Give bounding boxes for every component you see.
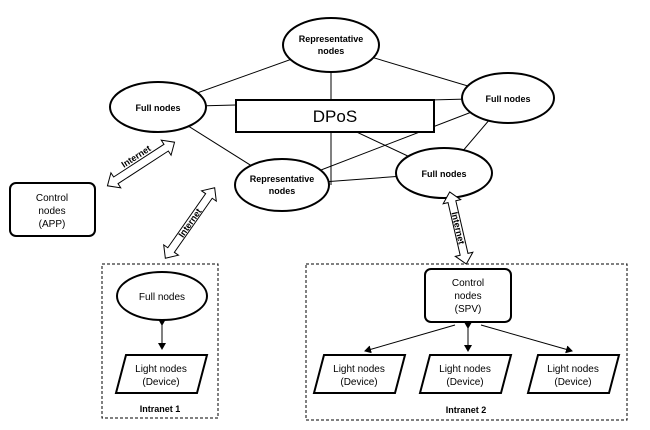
full-node-left-shape <box>109 81 207 133</box>
intranet-2-light-node-right-label-2: (Device) <box>554 377 591 388</box>
representative-node-mid: Representative nodes <box>234 158 330 212</box>
control-node-app-shape <box>9 182 96 237</box>
representative-node-top-label-1: Representative <box>299 34 364 44</box>
representative-node-top-label-2: nodes <box>318 46 345 56</box>
full-node-right: Full nodes <box>461 72 555 124</box>
intranet-2: Control nodes (SPV) Light nodes (Device)… <box>305 263 628 421</box>
intranet-2-light-node-mid-label-1: Light nodes <box>439 364 491 375</box>
control-node-app-label-2: nodes <box>38 206 65 217</box>
dpos-rect <box>235 99 435 133</box>
intranet-1-light-node-label-2: (Device) <box>142 377 179 388</box>
internet-arrow-intranet1: Internet <box>163 187 217 259</box>
internet-arrow-spv: Internet <box>442 191 474 265</box>
control-node-app: Control nodes (APP) <box>9 182 96 237</box>
full-node-mid: Full nodes <box>395 147 493 199</box>
control-node-spv-label-2: nodes <box>454 291 481 302</box>
representative-node-mid-label-2: nodes <box>269 186 296 196</box>
intranet-1-boundary <box>101 263 219 419</box>
representative-node-mid-shape <box>234 158 330 212</box>
intranet-2-light-node-right-shape <box>526 354 621 394</box>
internet-arrow-spv-label: Internet <box>449 211 466 245</box>
intranet-2-light-node-mid-shape <box>418 354 513 394</box>
dpos-label: DPoS <box>313 107 357 126</box>
spv-to-light-left-arrow <box>364 324 456 354</box>
spv-to-light-right-arrow <box>480 324 573 354</box>
intranet-2-light-node-left-shape <box>312 354 407 394</box>
full-node-left-label: Full nodes <box>136 103 181 113</box>
intranet-2-light-node-left-label-2: (Device) <box>340 377 377 388</box>
intranet-2-light-node-right-label-1: Light nodes <box>547 364 599 375</box>
full-node-right-shape <box>461 72 555 124</box>
full-node-mid-label: Full nodes <box>422 169 467 179</box>
control-node-app-label-1: Control <box>36 193 68 204</box>
intranet-1-light-node-label-1: Light nodes <box>135 364 187 375</box>
control-node-spv-label-1: Control <box>452 278 484 289</box>
dpos-box: DPoS <box>235 99 435 133</box>
full-node-mid-shape <box>395 147 493 199</box>
internet-arrow-intranet1-label: Internet <box>176 207 203 240</box>
intranet-1: Full nodes Light nodes (Device) Intranet… <box>101 263 219 419</box>
intranet-2-light-node-left-label-1: Light nodes <box>333 364 385 375</box>
internet-arrow-app: Internet <box>106 139 176 189</box>
internet-arrow-app-shape <box>106 139 176 189</box>
internet-arrow-intranet1-shape <box>163 187 217 259</box>
control-node-spv-label-3: (SPV) <box>455 304 482 315</box>
intranet-2-light-node-mid-label-2: (Device) <box>446 377 483 388</box>
intranet-1-light-node-shape <box>114 354 209 394</box>
intranet-2-label: Intranet 2 <box>446 405 487 415</box>
representative-node-mid-label-1: Representative <box>250 174 315 184</box>
representative-node-top-shape <box>282 17 380 73</box>
intranet-1-label: Intranet 1 <box>140 404 181 414</box>
intranet-2-boundary <box>305 263 628 421</box>
representative-node-top: Representative nodes <box>282 17 380 73</box>
full-node-left: Full nodes <box>109 81 207 133</box>
intranet-1-full-node-label: Full nodes <box>139 292 185 303</box>
control-node-app-label-3: (APP) <box>39 219 66 230</box>
full-node-right-label: Full nodes <box>486 94 531 104</box>
